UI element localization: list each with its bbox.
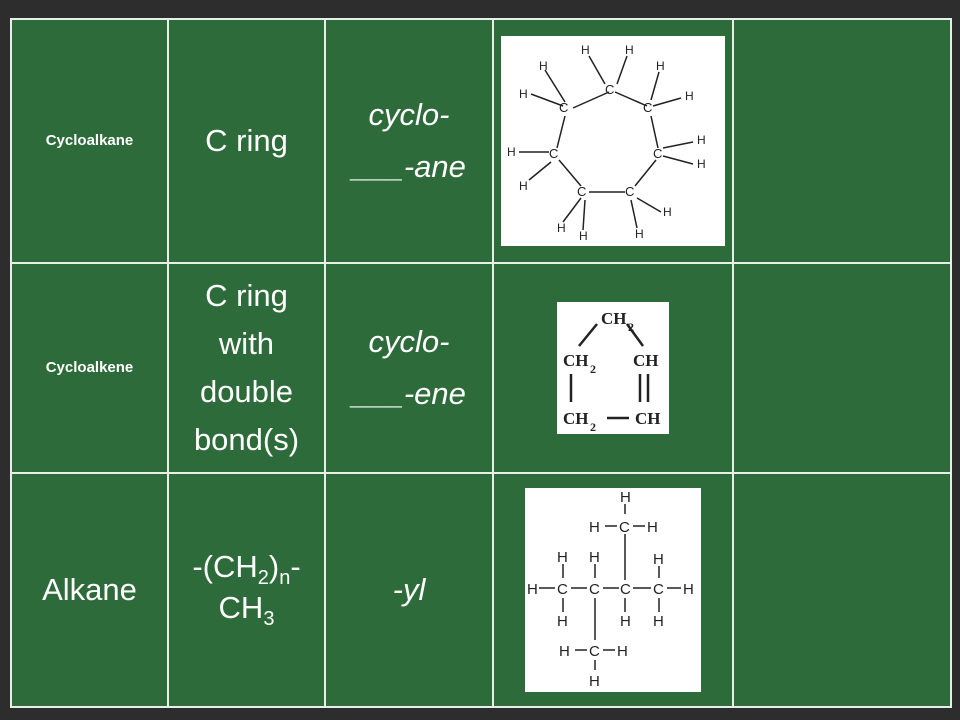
svg-text:C: C	[559, 100, 568, 115]
structure-cell: -(CH2)n- CH3	[167, 472, 326, 708]
svg-text:C: C	[643, 100, 652, 115]
svg-text:H: H	[589, 549, 600, 566]
structure-line: bond(s)	[193, 422, 300, 457]
name-prefix: cyclo-	[368, 97, 450, 132]
svg-text:C: C	[549, 146, 558, 161]
structure-line: C ring	[205, 278, 288, 313]
svg-text:H: H	[663, 205, 672, 219]
naming-cell: cyclo- ___-ene	[324, 262, 494, 474]
name-suffix: ___-ene	[352, 376, 466, 411]
group-cell: Alkane	[10, 472, 169, 708]
group-cell: Cycloalkene	[10, 262, 169, 474]
name-suffix: ___-ane	[352, 149, 466, 184]
naming-cell: cyclo- ___-ane	[324, 18, 494, 264]
svg-text:H: H	[685, 89, 694, 103]
ch-groups: CH 2 CH 2 CH CH 2 CH	[563, 309, 661, 434]
svg-text:H: H	[559, 643, 570, 660]
svg-text:H: H	[653, 551, 664, 568]
svg-text:C: C	[557, 581, 568, 598]
empty-cell	[732, 472, 952, 708]
svg-text:H: H	[647, 519, 658, 536]
table-row: Cycloalkene C ring with double bond(s) c…	[10, 262, 952, 474]
cycloheptane-diagram: C C C C C C C H H H H H H H H	[501, 36, 725, 246]
hydrogen-atoms: H H H H H H H H H H H H H H	[527, 489, 694, 690]
svg-text:H: H	[557, 221, 566, 235]
group-name: Alkane	[42, 572, 137, 607]
group-name: Cycloalkane	[45, 132, 134, 149]
svg-text:H: H	[589, 673, 600, 690]
svg-text:H: H	[617, 643, 628, 660]
svg-text:2: 2	[628, 320, 634, 334]
molecule-cell: C C C C C C H H H H H H H H H H	[492, 472, 734, 708]
svg-text:C: C	[620, 581, 631, 598]
svg-text:H: H	[625, 43, 634, 57]
group-cell: Cycloalkane	[10, 18, 169, 264]
structure-line: double	[199, 374, 294, 409]
carbon-atoms: C C C C C C	[557, 519, 664, 660]
svg-text:CH: CH	[563, 351, 589, 370]
svg-text:H: H	[697, 157, 706, 171]
structure-cell: C ring with double bond(s)	[167, 262, 326, 474]
name-prefix: cyclo-	[368, 324, 450, 359]
svg-text:H: H	[620, 489, 631, 506]
svg-text:CH: CH	[633, 351, 659, 370]
svg-text:C: C	[653, 581, 664, 598]
svg-text:H: H	[579, 229, 588, 243]
svg-text:H: H	[589, 519, 600, 536]
svg-text:H: H	[539, 59, 548, 73]
svg-text:2: 2	[590, 420, 596, 434]
carbon-atoms: C C C C C C C	[549, 82, 662, 199]
empty-cell	[732, 18, 952, 264]
svg-text:CH: CH	[635, 409, 661, 428]
svg-text:H: H	[620, 613, 631, 630]
svg-text:H: H	[683, 581, 694, 598]
hydrogen-atoms: H H H H H H H H H H H H H H	[507, 43, 706, 243]
group-name: Cycloalkene	[45, 359, 134, 376]
molecule-cell: C C C C C C C H H H H H H H H	[492, 18, 734, 264]
svg-text:CH: CH	[601, 309, 627, 328]
svg-text:H: H	[507, 145, 516, 159]
naming-cell: -yl	[324, 472, 494, 708]
functional-groups-table: Cycloalkane C ring cyclo- ___-ane	[10, 18, 952, 708]
structure-text: C ring	[205, 123, 288, 158]
svg-text:H: H	[527, 581, 538, 598]
svg-text:H: H	[557, 549, 568, 566]
svg-text:C: C	[589, 581, 600, 598]
svg-text:C: C	[589, 643, 600, 660]
svg-text:C: C	[577, 184, 586, 199]
svg-text:H: H	[653, 613, 664, 630]
svg-text:H: H	[656, 59, 665, 73]
empty-cell	[732, 262, 952, 474]
svg-text:C: C	[605, 82, 614, 97]
cyclopentene-diagram: CH 2 CH 2 CH CH 2 CH	[557, 302, 669, 434]
table-row: Cycloalkane C ring cyclo- ___-ane	[10, 18, 952, 264]
structure-cell: C ring	[167, 18, 326, 264]
molecule-cell: CH 2 CH 2 CH CH 2 CH	[492, 262, 734, 474]
table-row: Alkane -(CH2)n- CH3 -yl	[10, 472, 952, 708]
svg-text:CH: CH	[563, 409, 589, 428]
structure-line: with	[218, 326, 275, 361]
svg-text:2: 2	[590, 362, 596, 376]
svg-text:H: H	[697, 133, 706, 147]
svg-text:H: H	[635, 227, 644, 241]
svg-text:C: C	[625, 184, 634, 199]
svg-text:C: C	[619, 519, 630, 536]
svg-text:H: H	[581, 43, 590, 57]
svg-text:H: H	[557, 613, 568, 630]
svg-text:H: H	[519, 179, 528, 193]
name-suffix: -yl	[392, 572, 426, 607]
branched-alkane-diagram: C C C C C C H H H H H H H H H H	[525, 488, 701, 692]
structure-formula: -(CH2)n- CH3	[192, 548, 301, 631]
svg-text:C: C	[653, 146, 662, 161]
svg-text:H: H	[519, 87, 528, 101]
